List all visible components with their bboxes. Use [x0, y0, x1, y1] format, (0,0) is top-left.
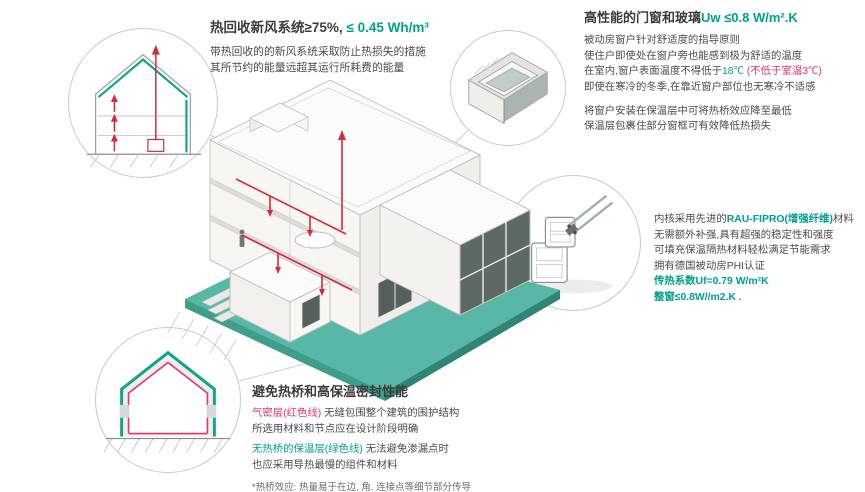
- profile-uw-value: 整窗≤0.8W//m2.K .: [654, 292, 742, 304]
- front-annex: [228, 251, 332, 343]
- window-corner-icon: [467, 52, 549, 125]
- house-cutaway-illustration: [150, 79, 580, 410]
- detail-hatch: [474, 58, 499, 75]
- airtight-layer-text: 无缝包围整个建筑的围护结构: [321, 408, 460, 420]
- ventilation-detail-circle: [68, 28, 218, 178]
- air-flow-arrows: [110, 44, 165, 152]
- windows-line4: 即使在寒冷的冬季,在靠近窗户部位也无寒冷不适感: [584, 82, 816, 94]
- windows-title-value: Uw ≤0.8 W/m².K: [701, 10, 798, 25]
- ground-hatch: [167, 311, 237, 361]
- glazing-gaskets: [565, 223, 578, 236]
- ventilation-title: 热回收新风系统≥75%, ≤ 0.45 Wh/m³: [210, 20, 468, 37]
- rooftop-access: [249, 102, 309, 133]
- windows-line2: 使住户即使处在窗户旁也能感到极为舒适的温度: [584, 50, 803, 62]
- insulation-accent-lines: [97, 58, 189, 153]
- airtight-layer-label: 气密层(红色线): [252, 408, 322, 420]
- windows-line1: 被动房窗户针对舒适度的指导原则: [584, 35, 740, 47]
- profile-uf-value: 传热系数Uf=0.79 W/m²K: [654, 276, 769, 288]
- bathtub: [294, 231, 336, 249]
- thermal-text-section: 避免热桥和高保温密封性能 气密层(红色线) 无缝包围整个建筑的围护结构 所选用材…: [252, 384, 564, 492]
- window-mullions: [459, 222, 531, 304]
- profile-line2: 无需额外补强,具有超强的稳定性和强度: [654, 229, 834, 241]
- ventilation-body-line2: 其所节约的能量远超其运行所耗费的能量: [210, 62, 405, 75]
- window-corner-circle: [450, 30, 566, 146]
- thermal-section-circle: [95, 327, 241, 473]
- ventilation-text-section: 热回收新风系统≥75%, ≤ 0.45 Wh/m³ 带热回收的的新风系统采取防止…: [210, 20, 468, 77]
- glass-unit: [568, 194, 614, 234]
- ventilation-title-value: ≤ 0.45 Wh/m³: [346, 20, 429, 35]
- windows-line5: 将窗户安装在保温层中可将热桥效应降至最低: [584, 105, 792, 117]
- windows-line3-note: (不低于室温3℃): [743, 66, 822, 78]
- profile-chambers: [536, 221, 571, 278]
- windows-line3-text: 在室内,窗户表面温度不得低于: [584, 66, 722, 78]
- profile-text-section: 内核采用先进的RAU-FIPRO(增强纤维)材料 无需额外补强,具有超强的稳定性…: [654, 212, 865, 306]
- window-profile-icon: [529, 194, 614, 294]
- thermal-insulation-line: 无热桥的保温层(绿色线) 无法避免渗漏点时: [252, 442, 564, 458]
- ventilation-ducts: [235, 130, 353, 296]
- profile-line1: 内核采用先进的RAU-FIPRO(增强纤维)材料: [654, 212, 865, 228]
- ground-hatch: [90, 155, 178, 168]
- windows-text-section: 高性能的门窗和玻璃Uw ≤0.8 W/m².K 被动房窗户针对舒适度的指导原则 …: [584, 10, 864, 135]
- house-cutaway-svg: [167, 79, 560, 401]
- profile-line4: 拥有德国被动房PHI认证: [654, 260, 765, 272]
- insulation-layer-label: 无热桥的保温层(绿色线): [252, 444, 363, 456]
- profile-line1-post: 材料: [832, 214, 854, 225]
- window-profile: [531, 216, 576, 284]
- thermal-bridge-footnote: *热桥效应: 热量易于在边, 角, 连接点等细节部分传导: [252, 481, 472, 492]
- windows-line3-temp: 18℃: [721, 66, 744, 78]
- thermal-insulation-line2: 也应采用导热最慢的组件和材料: [252, 460, 398, 472]
- ventilation-body-line1: 带热回收的的新风系统采取防止热损失的措施: [210, 45, 426, 58]
- ground-hatch: [103, 438, 223, 453]
- window-corner-detail: [467, 52, 549, 125]
- section-windows: [119, 404, 217, 418]
- spacer: [584, 96, 864, 104]
- profile-line1-pre: 内核采用先进的: [654, 214, 727, 225]
- thermal-airtight-line: 气密层(红色线) 无缝包围整个建筑的围护结构: [252, 406, 564, 422]
- windows-line3: 在室内,窗户表面温度不得低于18℃ (不低于室温3℃): [584, 64, 864, 80]
- profile-line1-material: RAU-FIPRO(增强纤维): [726, 214, 833, 225]
- window-profile-circle: [505, 175, 641, 311]
- profile-line3: 可填充保温隔热材料轻松满足节能需求: [654, 245, 831, 257]
- ventilation-section-icon: [86, 44, 202, 168]
- windows-line6: 保温层包裹住部分窗框可有效降低热损失: [584, 121, 772, 133]
- windows-title: 高性能的门窗和玻璃Uw ≤0.8 W/m².K: [584, 10, 864, 26]
- thermal-airtight-line2: 所选用材料和节点应在设计阶段明确: [252, 423, 419, 435]
- glazed-wing: [378, 169, 532, 316]
- insulation-layer-text: 无法避免渗漏点时: [362, 444, 449, 456]
- thermal-section-icon: [103, 350, 231, 453]
- thermal-title: 避免热桥和高保温密封性能: [252, 384, 409, 399]
- ventilation-title-main: 热回收新风系统≥75%,: [210, 20, 347, 35]
- windows-title-main: 高性能的门窗和玻璃: [584, 10, 702, 25]
